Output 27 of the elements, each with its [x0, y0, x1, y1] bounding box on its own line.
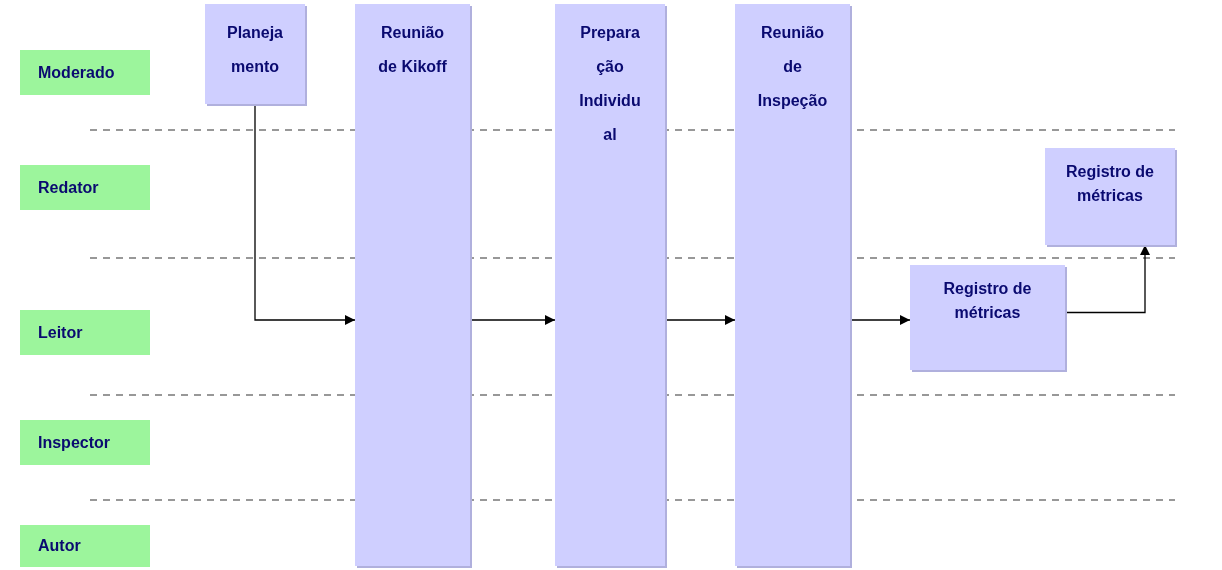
process-box — [910, 265, 1065, 370]
arrow — [469, 314, 556, 326]
process-label: Reunião de Inspeção — [757, 23, 828, 111]
process-label: Reunião de Kikoff — [377, 23, 448, 77]
process-label: Planeja mento — [226, 23, 284, 77]
process-box — [735, 4, 850, 566]
lane-label: Leitor — [38, 322, 83, 343]
lane-label-box — [20, 165, 150, 210]
lane-label: Inspector — [38, 432, 110, 453]
lane-label-box — [20, 50, 150, 95]
lane-label-box — [20, 310, 150, 355]
arrow — [664, 314, 736, 326]
lane-label: Autor — [38, 536, 81, 556]
arrow — [1064, 244, 1151, 314]
process-box — [1045, 148, 1175, 245]
process-label: Registro de métricas — [942, 279, 1033, 323]
lane-label: Moderado — [38, 62, 115, 83]
process-label: Prepara ção Individu al — [578, 23, 642, 145]
process-box — [205, 4, 305, 104]
process-box — [555, 4, 665, 566]
process-label: Registro de métricas — [1065, 162, 1155, 206]
arrow — [849, 314, 911, 326]
lane-label: Redator — [38, 177, 99, 198]
lane-label-box — [20, 525, 150, 567]
process-box — [355, 4, 470, 566]
lane-label-box — [20, 420, 150, 465]
arrow — [254, 103, 356, 326]
